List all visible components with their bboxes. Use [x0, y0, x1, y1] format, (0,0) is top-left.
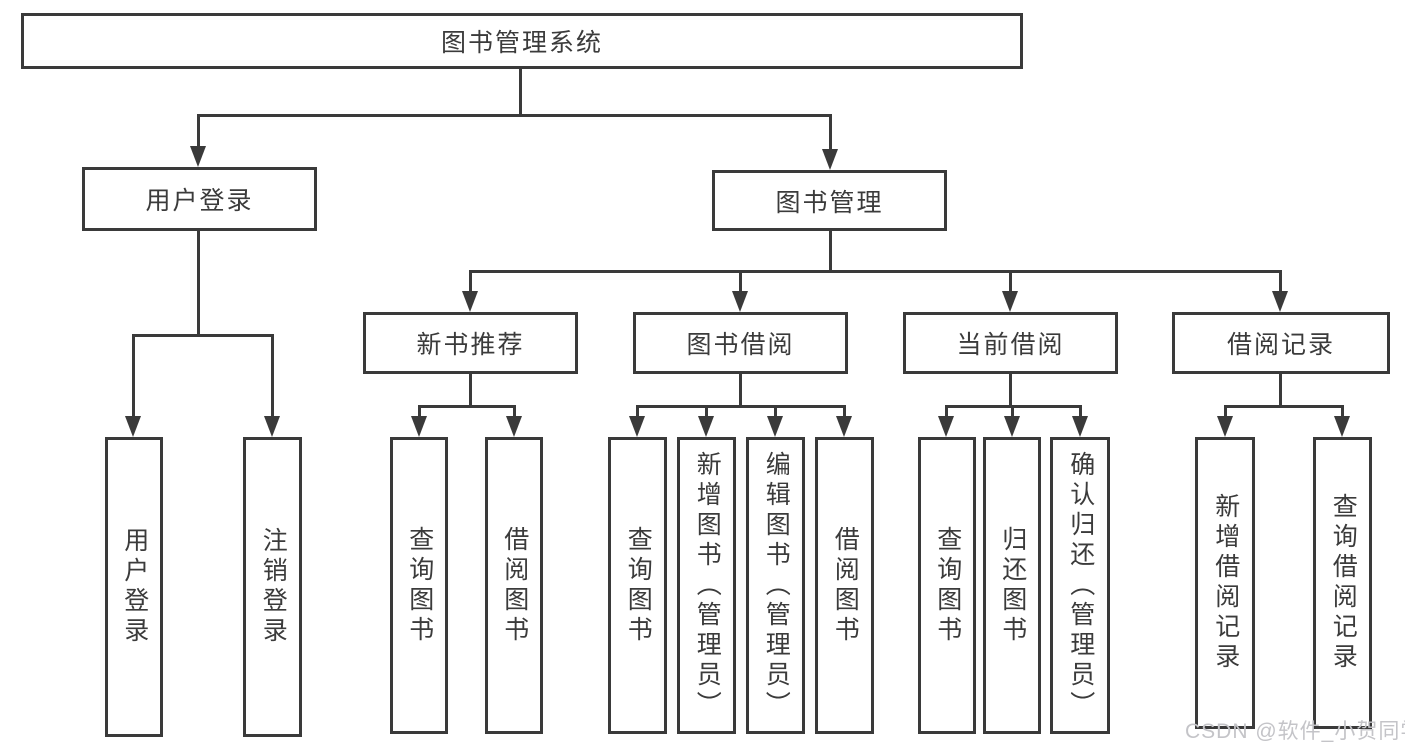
leaf-borrow-books-recommend: 借阅图书 — [485, 437, 543, 734]
connector-line — [1079, 405, 1082, 418]
connector-line — [1224, 405, 1344, 408]
connector-line — [1341, 405, 1344, 418]
arrow-down-icon — [411, 416, 427, 437]
connector-line — [197, 114, 200, 148]
connector-line — [945, 405, 948, 418]
connector-line — [636, 405, 846, 408]
leaf-borrow-books: 借阅图书 — [815, 437, 874, 734]
leaf-label: 注销登录 — [259, 527, 288, 647]
leaf-edit-book-admin: 编辑图书（管理员） — [746, 437, 805, 734]
leaf-add-borrow-record: 新增借阅记录 — [1195, 437, 1255, 729]
arrow-down-icon — [938, 416, 954, 437]
leaf-query-borrow-record: 查询借阅记录 — [1313, 437, 1372, 729]
leaf-user-login: 用户登录 — [105, 437, 163, 737]
connector-line — [1009, 270, 1012, 293]
node-book-borrow: 图书借阅 — [633, 312, 848, 374]
arrow-down-icon — [264, 416, 280, 437]
node-label: 图书借阅 — [686, 331, 795, 359]
node-user-login: 用户登录 — [82, 167, 317, 231]
node-borrow-records: 借阅记录 — [1172, 312, 1390, 374]
leaf-confirm-return-admin: 确认归还（管理员） — [1050, 437, 1110, 734]
connector-line — [513, 405, 516, 418]
leaf-label: 确认归还（管理员） — [1066, 450, 1095, 721]
connector-line — [1279, 270, 1282, 293]
arrow-down-icon — [1002, 291, 1018, 312]
leaf-label: 查询图书 — [933, 525, 962, 646]
arrow-down-icon — [1004, 416, 1020, 437]
leaf-query-books-borrow: 查询图书 — [608, 437, 667, 734]
arrow-down-icon — [125, 416, 141, 437]
connector-line — [1011, 405, 1014, 418]
connector-line — [843, 405, 846, 418]
connector-line — [469, 270, 1282, 273]
leaf-logout-login: 注销登录 — [243, 437, 302, 737]
connector-line — [519, 68, 522, 117]
arrow-down-icon — [462, 291, 478, 312]
arrow-down-icon — [190, 146, 206, 167]
connector-line — [132, 334, 135, 418]
connector-line — [1009, 372, 1012, 407]
leaf-label: 归还图书 — [998, 525, 1027, 646]
connector-line — [739, 270, 742, 293]
node-label: 图书管理 — [775, 188, 884, 217]
arrow-down-icon — [1072, 416, 1088, 437]
watermark-text: CSDN @软件_小贺同学 — [1185, 720, 1405, 743]
arrow-down-icon — [698, 416, 714, 437]
node-new-book-recommend: 新书推荐 — [363, 312, 578, 374]
node-current-borrow: 当前借阅 — [903, 312, 1118, 374]
arrow-down-icon — [506, 416, 522, 437]
arrow-down-icon — [822, 149, 838, 170]
connector-line — [829, 114, 832, 151]
connector-line — [469, 372, 472, 407]
arrow-down-icon — [732, 291, 748, 312]
leaf-return-book: 归还图书 — [983, 437, 1041, 734]
leaf-label: 借阅图书 — [500, 525, 529, 646]
leaf-label: 查询图书 — [624, 525, 653, 646]
leaf-add-book-admin: 新增图书（管理员） — [677, 437, 736, 734]
leaf-query-books-recommend: 查询图书 — [390, 437, 448, 734]
leaf-label: 新增图书（管理员） — [693, 450, 722, 721]
node-label: 用户登录 — [145, 187, 254, 215]
connector-line — [197, 229, 200, 337]
leaf-query-books-current: 查询图书 — [918, 437, 976, 734]
node-label: 图书管理系统 — [440, 29, 603, 57]
leaf-label: 编辑图书（管理员） — [762, 450, 791, 721]
leaf-label: 借阅图书 — [831, 525, 860, 646]
arrow-down-icon — [767, 416, 783, 437]
connector-line — [197, 114, 832, 117]
connector-line — [636, 405, 639, 418]
connector-line — [132, 334, 274, 337]
node-book-management: 图书管理 — [712, 170, 947, 231]
connector-line — [774, 405, 777, 418]
arrow-down-icon — [836, 416, 852, 437]
node-label: 当前借阅 — [956, 331, 1065, 359]
node-label: 借阅记录 — [1226, 331, 1335, 359]
leaf-label: 新增借阅记录 — [1211, 493, 1240, 673]
leaf-label: 查询图书 — [405, 525, 434, 646]
connector-line — [418, 405, 516, 408]
node-label: 新书推荐 — [416, 331, 525, 359]
connector-line — [705, 405, 708, 418]
arrow-down-icon — [629, 416, 645, 437]
connector-line — [418, 405, 421, 418]
connector-line — [829, 229, 832, 273]
node-library-management-system: 图书管理系统 — [21, 13, 1023, 69]
connector-line — [739, 372, 742, 407]
arrow-down-icon — [1272, 291, 1288, 312]
leaf-label: 查询借阅记录 — [1329, 493, 1358, 673]
connector-line — [271, 334, 274, 418]
leaf-label: 用户登录 — [120, 527, 149, 647]
connector-line — [1279, 372, 1282, 407]
arrow-down-icon — [1334, 416, 1350, 437]
arrow-down-icon — [1217, 416, 1233, 437]
connector-line — [1224, 405, 1227, 418]
connector-line — [469, 270, 472, 293]
